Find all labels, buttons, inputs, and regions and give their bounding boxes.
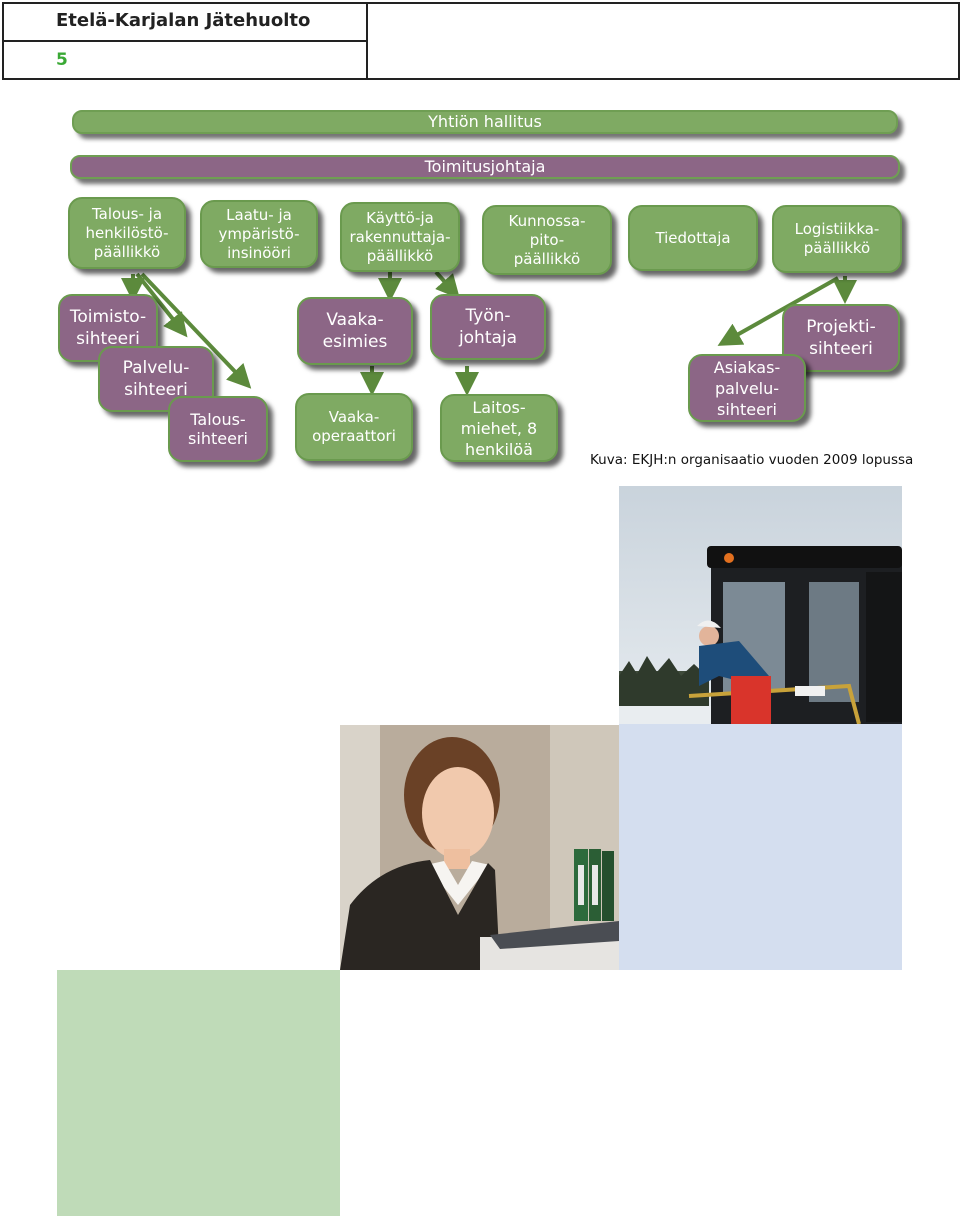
arrow-to-palvelusihteeri <box>135 272 188 338</box>
staff-finance-secretary: Talous- sihteeri <box>168 396 268 462</box>
manager-logistics: Logistiikka- päällikkö <box>772 205 902 273</box>
org-chart-arrows <box>121 270 857 396</box>
light-green-panel <box>57 970 340 1216</box>
header-box <box>2 2 960 80</box>
staff-scale-operator: Vaaka- operaattori <box>295 393 413 461</box>
photo-worker-machine <box>619 486 902 724</box>
manager-finance-hr: Talous- ja henkilöstö- päällikkö <box>68 197 186 269</box>
header-empty-cell <box>366 2 960 80</box>
staff-foreman: Työn- johtaja <box>430 294 546 360</box>
board-bar: Yhtiön hallitus <box>72 110 898 134</box>
page-number: 5 <box>56 50 68 70</box>
staff-scale-supervisor: Vaaka- esimies <box>297 297 413 365</box>
board-label: Yhtiön hallitus <box>428 112 542 131</box>
arrow-to-taloussihteeri <box>140 272 252 389</box>
ceo-bar: Toimitusjohtaja <box>70 155 900 179</box>
light-blue-panel <box>619 724 902 970</box>
org-chart-caption: Kuva: EKJH:n organisaatio vuoden 2009 lo… <box>590 452 914 468</box>
organization-name: Etelä-Karjalan Jätehuolto <box>56 10 311 31</box>
manager-communications: Tiedottaja <box>628 205 758 271</box>
arrow-to-asiakaspalvelusihteeri <box>717 276 839 346</box>
arrow-to-tyonjohtaja <box>434 270 460 299</box>
manager-operations-construction: Käyttö-ja rakennuttaja- päällikkö <box>340 202 460 272</box>
manager-maintenance: Kunnossa- pito- päällikkö <box>482 205 612 275</box>
ceo-label: Toimitusjohtaja <box>424 157 546 176</box>
staff-plant-workers: Laitos- miehet, 8 henkilöä <box>440 394 558 462</box>
staff-service-secretary: Palvelu- sihteeri <box>98 346 214 412</box>
manager-quality-environment: Laatu- ja ympäristö- insinööri <box>200 200 318 268</box>
photo-office-employee <box>340 725 619 970</box>
staff-customer-service-secretary: Asiakas- palvelu- sihteeri <box>688 354 806 422</box>
